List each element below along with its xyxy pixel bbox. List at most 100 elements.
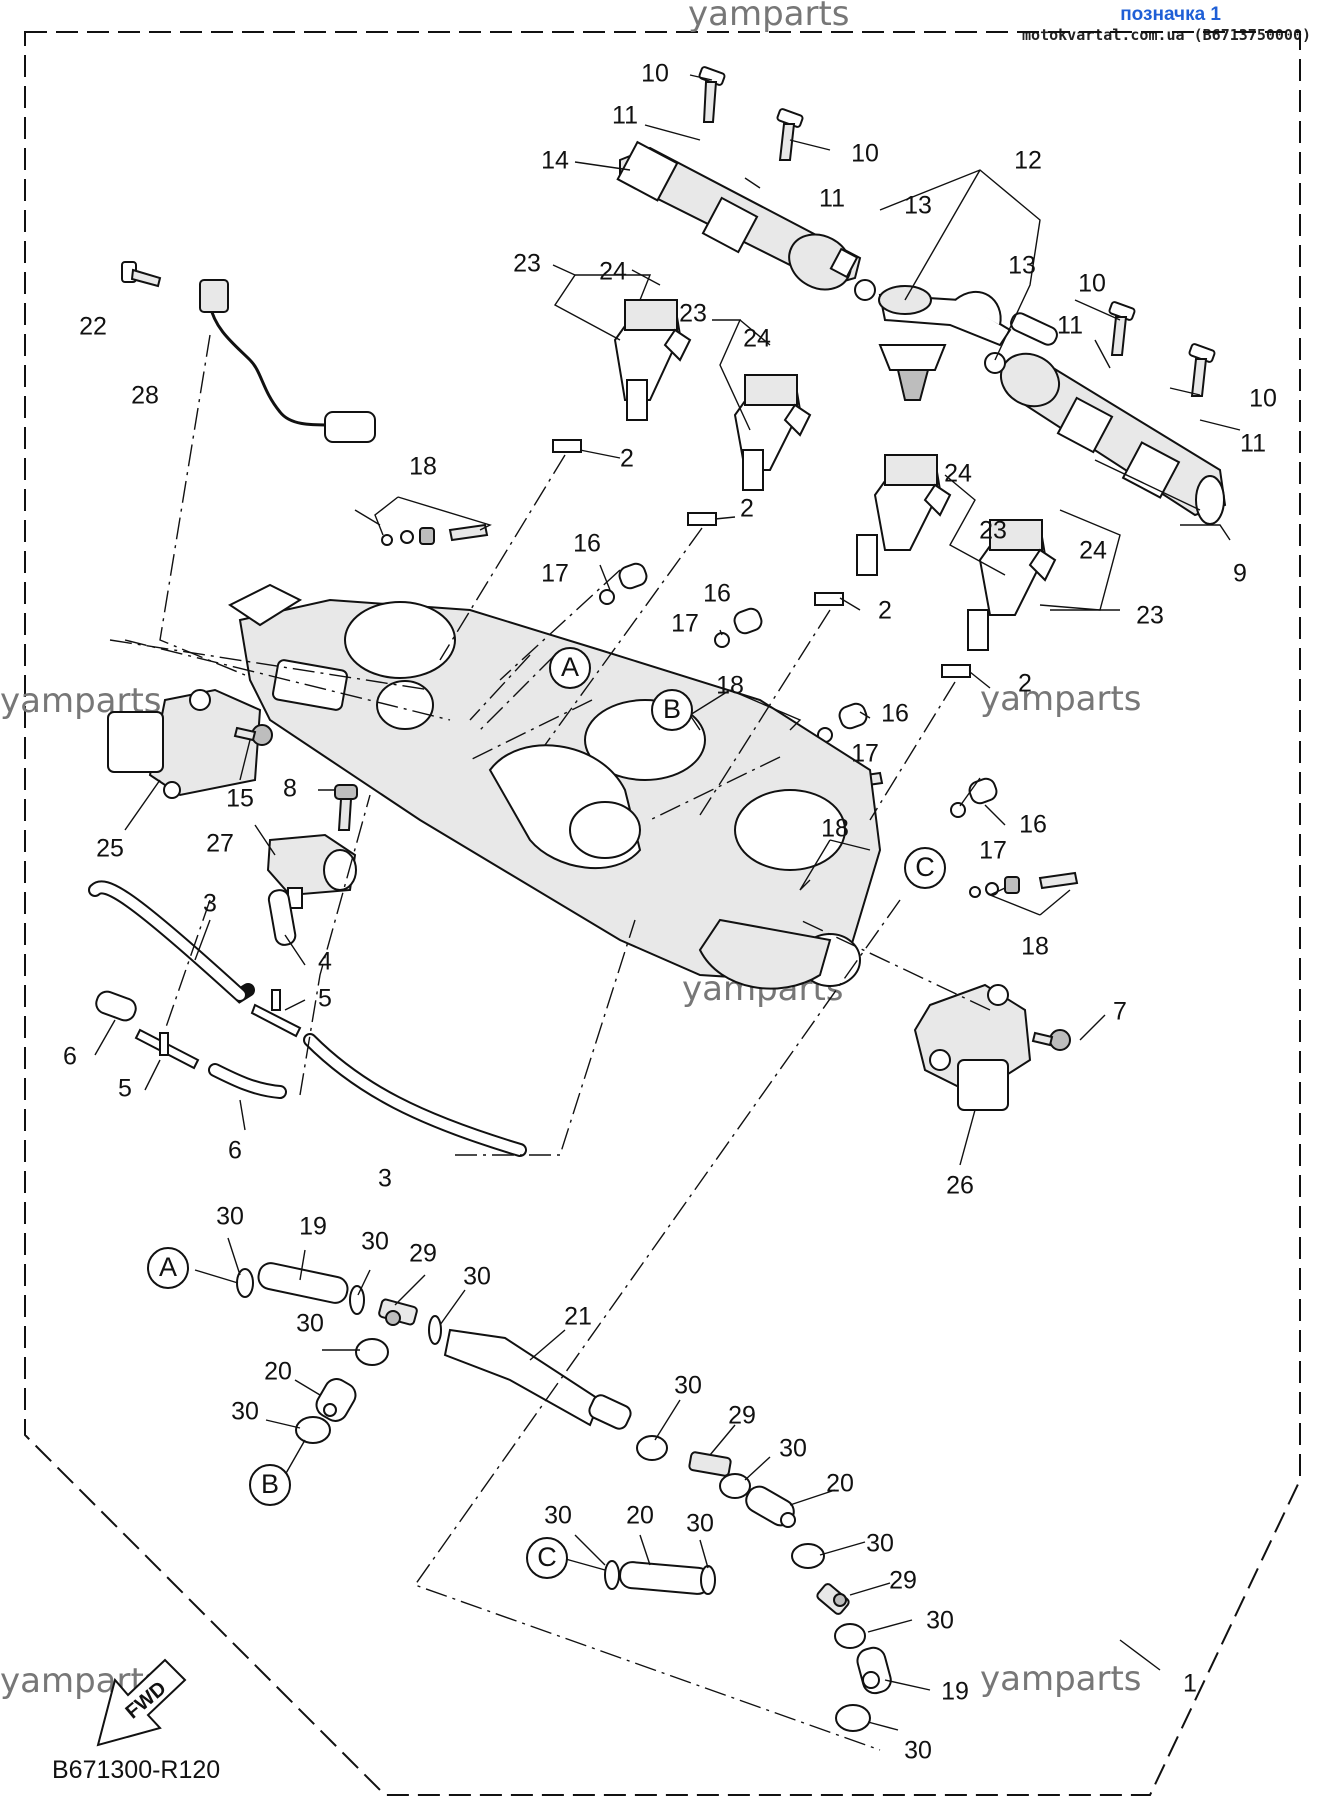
part-label[interactable]: 24 <box>944 460 972 488</box>
part-label[interactable]: 30 <box>904 1737 932 1765</box>
cap-16a[interactable] <box>617 561 649 591</box>
part-label[interactable]: 7 <box>1113 998 1127 1026</box>
part-label[interactable]: 6 <box>63 1043 77 1071</box>
part-label[interactable]: 30 <box>463 1263 491 1291</box>
part-label[interactable]: 24 <box>1079 537 1107 565</box>
bolt-10b[interactable] <box>776 108 804 161</box>
part-label[interactable]: 24 <box>743 325 771 353</box>
sensor-27[interactable] <box>266 833 357 909</box>
part-label[interactable]: 25 <box>96 835 124 863</box>
part-label[interactable]: 11 <box>819 185 845 213</box>
part-label[interactable]: 29 <box>728 1402 756 1430</box>
hose-6a[interactable] <box>93 989 138 1023</box>
part-label[interactable]: 2 <box>878 597 892 625</box>
part-label[interactable]: 30 <box>674 1372 702 1400</box>
part-label[interactable]: 18 <box>716 672 744 700</box>
part-label[interactable]: 10 <box>641 60 669 88</box>
joint-29c[interactable] <box>816 1582 851 1615</box>
part-label[interactable]: 18 <box>1021 933 1049 961</box>
hose-20b[interactable] <box>742 1482 798 1530</box>
ref-C-top[interactable]: C <box>904 847 946 889</box>
part-label[interactable]: 18 <box>409 453 437 481</box>
part-label[interactable]: 12 <box>1014 147 1042 175</box>
injector-4[interactable] <box>967 519 1057 651</box>
part-label[interactable]: 5 <box>318 985 332 1013</box>
part-label[interactable]: 30 <box>926 1607 954 1635</box>
part-label[interactable]: 30 <box>779 1435 807 1463</box>
clip-17d[interactable] <box>950 802 966 818</box>
throttle-sensor-25[interactable] <box>107 688 262 799</box>
hose-20c[interactable] <box>619 1561 711 1595</box>
part-label[interactable]: 3 <box>203 890 217 918</box>
o-ring-13a[interactable] <box>854 279 876 301</box>
hose-3b[interactable] <box>303 1033 527 1157</box>
o-ring-2c[interactable] <box>814 592 844 606</box>
o-ring-2d[interactable] <box>941 664 971 678</box>
cap-16c[interactable] <box>837 701 869 731</box>
ref-C-bottom[interactable]: C <box>526 1537 568 1579</box>
part-label[interactable]: 23 <box>679 300 707 328</box>
part-label[interactable]: 2 <box>620 445 634 473</box>
t-joint-5a[interactable] <box>250 989 302 1038</box>
hose-21[interactable] <box>443 1328 633 1431</box>
part-label[interactable]: 8 <box>283 775 297 803</box>
part-label[interactable]: 13 <box>904 192 932 220</box>
bolt-8[interactable] <box>334 784 358 831</box>
ref-B-top[interactable]: B <box>651 689 693 731</box>
part-label[interactable]: 30 <box>361 1228 389 1256</box>
o-ring-2b[interactable] <box>687 512 717 526</box>
bolt-22[interactable] <box>121 261 162 288</box>
part-label[interactable]: 16 <box>1019 811 1047 839</box>
part-label[interactable]: 21 <box>564 1303 592 1331</box>
part-label[interactable]: 9 <box>1233 560 1247 588</box>
part-label[interactable]: 3 <box>378 1165 392 1193</box>
injector-3[interactable] <box>856 454 952 576</box>
bolt-10a[interactable] <box>698 66 726 123</box>
injector-2[interactable] <box>733 374 812 491</box>
sensor-lead-28[interactable] <box>199 279 376 443</box>
part-label[interactable]: 29 <box>409 1240 437 1268</box>
o-ring-2a[interactable] <box>552 439 582 453</box>
joint-29a[interactable] <box>378 1298 418 1326</box>
hose-20a[interactable] <box>312 1375 360 1426</box>
screw-set-18a[interactable] <box>381 523 489 546</box>
part-label[interactable]: 16 <box>881 700 909 728</box>
cap-16d[interactable] <box>967 776 999 806</box>
part-label[interactable]: 23 <box>1136 602 1164 630</box>
joint-29b[interactable] <box>688 1451 732 1477</box>
part-label[interactable]: 19 <box>299 1213 327 1241</box>
part-label[interactable]: 10 <box>851 140 879 168</box>
part-label[interactable]: 10 <box>1249 385 1277 413</box>
part-label[interactable]: 17 <box>851 740 879 768</box>
part-label[interactable]: 16 <box>703 580 731 608</box>
ref-B-bottom[interactable]: B <box>249 1464 291 1506</box>
part-label[interactable]: 30 <box>686 1510 714 1538</box>
bolt-7[interactable] <box>1031 1029 1071 1051</box>
hose-clamps-30[interactable] <box>236 1268 871 1732</box>
part-label[interactable]: 1 <box>1183 1670 1197 1698</box>
fuel-rail-right[interactable] <box>992 344 1227 525</box>
injector-1[interactable] <box>613 299 692 421</box>
part-label[interactable]: 17 <box>979 837 1007 865</box>
part-label[interactable]: 4 <box>318 948 332 976</box>
hose-19a[interactable] <box>256 1261 349 1305</box>
part-label[interactable]: 27 <box>206 830 234 858</box>
part-label[interactable]: 30 <box>231 1398 259 1426</box>
throttle-body[interactable] <box>228 583 882 990</box>
part-label[interactable]: 16 <box>573 530 601 558</box>
screw-set-18d[interactable] <box>969 871 1079 898</box>
part-label[interactable]: 13 <box>1008 252 1036 280</box>
t-joint-5b[interactable] <box>134 1028 200 1070</box>
part-label[interactable]: 17 <box>541 560 569 588</box>
ref-A-top[interactable]: A <box>549 647 591 689</box>
part-label[interactable]: 18 <box>821 815 849 843</box>
part-label[interactable]: 11 <box>1057 312 1083 340</box>
part-label[interactable]: 15 <box>226 785 254 813</box>
part-label[interactable]: 22 <box>79 313 107 341</box>
hose-4[interactable] <box>267 889 297 947</box>
part-label[interactable]: 14 <box>541 147 569 175</box>
clip-17a[interactable] <box>599 589 615 605</box>
sensor-26[interactable] <box>913 983 1032 1111</box>
part-label[interactable]: 19 <box>941 1678 969 1706</box>
cap-16b[interactable] <box>732 606 764 636</box>
